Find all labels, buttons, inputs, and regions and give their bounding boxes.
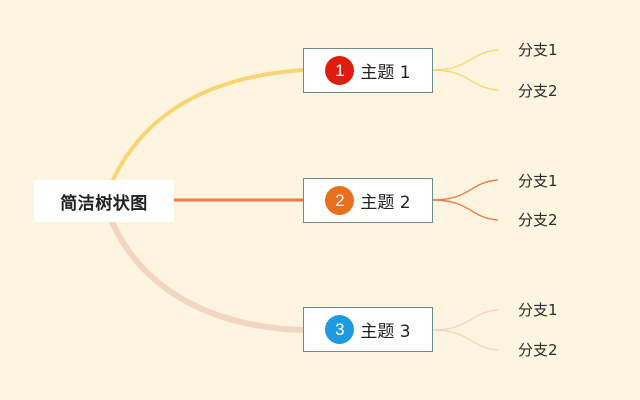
connector-root-topic-1 — [110, 68, 305, 184]
topic-node-3[interactable]: 3 主题 3 — [303, 307, 433, 352]
connector-topic-2-branch-1 — [432, 179, 499, 201]
root-node[interactable]: 简洁树状图 — [34, 180, 174, 222]
connector-topic-3-branch-2 — [432, 329, 499, 351]
root-label: 简洁树状图 — [60, 193, 148, 214]
topic-label: 主题 1 — [360, 63, 411, 83]
number-badge-icon: 3 — [325, 315, 355, 344]
connector-topic-2-branch-2 — [432, 199, 499, 221]
connector-topic-1-branch-2 — [432, 69, 499, 91]
branch-node-2-1[interactable]: 分支1 — [518, 172, 558, 190]
connector-topic-3-branch-1 — [432, 309, 499, 331]
number-badge-icon: 1 — [325, 56, 355, 85]
branch-node-3-1[interactable]: 分支1 — [518, 301, 558, 319]
connector-topic-1-branch-1 — [432, 49, 499, 71]
topic-node-2[interactable]: 2 主题 2 — [303, 178, 433, 223]
branch-node-1-2[interactable]: 分支2 — [518, 82, 558, 100]
branch-node-3-2[interactable]: 分支2 — [518, 341, 558, 359]
number-badge-icon: 2 — [325, 186, 355, 215]
topic-label: 主题 3 — [360, 322, 411, 342]
topic-node-1[interactable]: 1 主题 1 — [303, 48, 433, 93]
connector-root-topic-3 — [109, 219, 306, 333]
branch-node-2-2[interactable]: 分支2 — [518, 211, 558, 229]
branch-node-1-1[interactable]: 分支1 — [518, 41, 558, 59]
topic-label: 主题 2 — [360, 193, 411, 213]
